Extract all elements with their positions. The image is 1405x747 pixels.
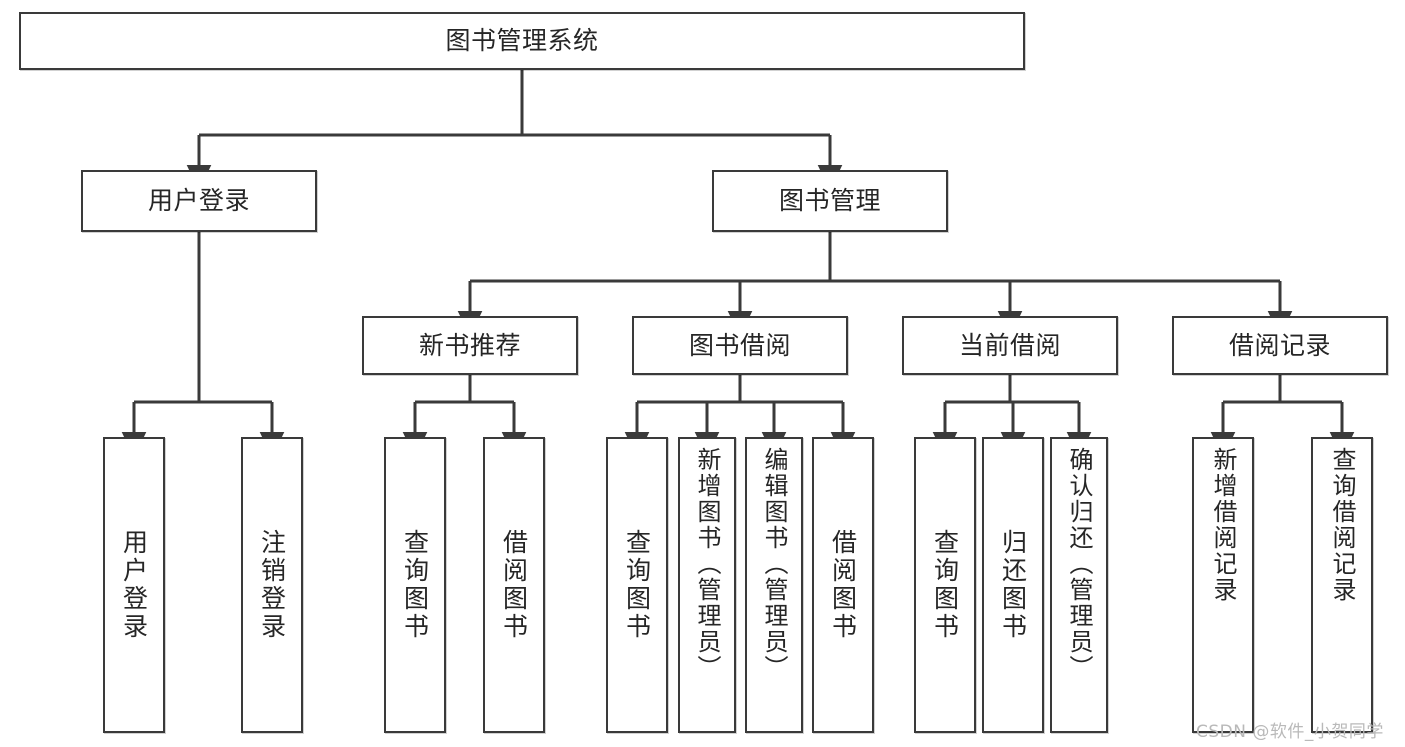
csdn-watermark: CSDN @软件_小贺同学	[1196, 722, 1384, 742]
node-leaf-confirm-return[interactable]: 确认归还（管理员）	[1050, 437, 1108, 733]
node-leaf-query-book-3[interactable]: 查询图书	[914, 437, 976, 733]
node-leaf-add-record[interactable]: 新增借阅记录	[1192, 437, 1254, 733]
node-leaf-borrow-book-2[interactable]: 借阅图书	[812, 437, 874, 733]
node-leaf-logout[interactable]: 注销登录	[241, 437, 303, 733]
node-label: 用户登录	[119, 529, 149, 641]
node-book-borrow[interactable]: 图书借阅	[632, 316, 848, 375]
node-current-borrow[interactable]: 当前借阅	[902, 316, 1118, 375]
node-leaf-return-book[interactable]: 归还图书	[982, 437, 1044, 733]
node-user-login[interactable]: 用户登录	[81, 170, 317, 232]
node-label: 新书推荐	[418, 330, 521, 360]
node-label: 图书借阅	[688, 330, 791, 360]
node-root[interactable]: 图书管理系统	[19, 12, 1025, 70]
node-label: 图书管理	[778, 186, 881, 216]
node-label: 确认归还（管理员）	[1065, 447, 1093, 681]
node-borrow-record[interactable]: 借阅记录	[1172, 316, 1388, 375]
node-label: 查询图书	[400, 529, 430, 641]
node-label: 查询图书	[930, 529, 960, 641]
node-label: 新增借阅记录	[1209, 447, 1237, 603]
node-label: 编辑图书（管理员）	[760, 447, 788, 681]
node-label: 查询图书	[622, 529, 652, 641]
node-leaf-user-login[interactable]: 用户登录	[103, 437, 165, 733]
node-label: 当前借阅	[958, 330, 1061, 360]
node-leaf-query-record[interactable]: 查询借阅记录	[1311, 437, 1373, 733]
node-leaf-query-book-2[interactable]: 查询图书	[606, 437, 668, 733]
edge-layer	[121, 70, 1355, 458]
node-label: 用户登录	[147, 186, 250, 216]
node-book-manage[interactable]: 图书管理	[712, 170, 948, 232]
node-label: 图书管理系统	[445, 26, 599, 56]
node-label: 借阅图书	[828, 529, 858, 641]
node-leaf-add-book[interactable]: 新增图书（管理员）	[678, 437, 736, 733]
node-leaf-borrow-book-1[interactable]: 借阅图书	[483, 437, 545, 733]
node-label: 查询借阅记录	[1328, 447, 1356, 603]
node-new-book-rec[interactable]: 新书推荐	[362, 316, 578, 375]
node-label: 借阅图书	[499, 529, 529, 641]
node-leaf-edit-book[interactable]: 编辑图书（管理员）	[745, 437, 803, 733]
node-leaf-query-book-1[interactable]: 查询图书	[384, 437, 446, 733]
node-label: 归还图书	[998, 529, 1028, 641]
node-label: 注销登录	[257, 529, 287, 641]
node-label: 新增图书（管理员）	[693, 447, 721, 681]
node-label: 借阅记录	[1228, 330, 1331, 360]
